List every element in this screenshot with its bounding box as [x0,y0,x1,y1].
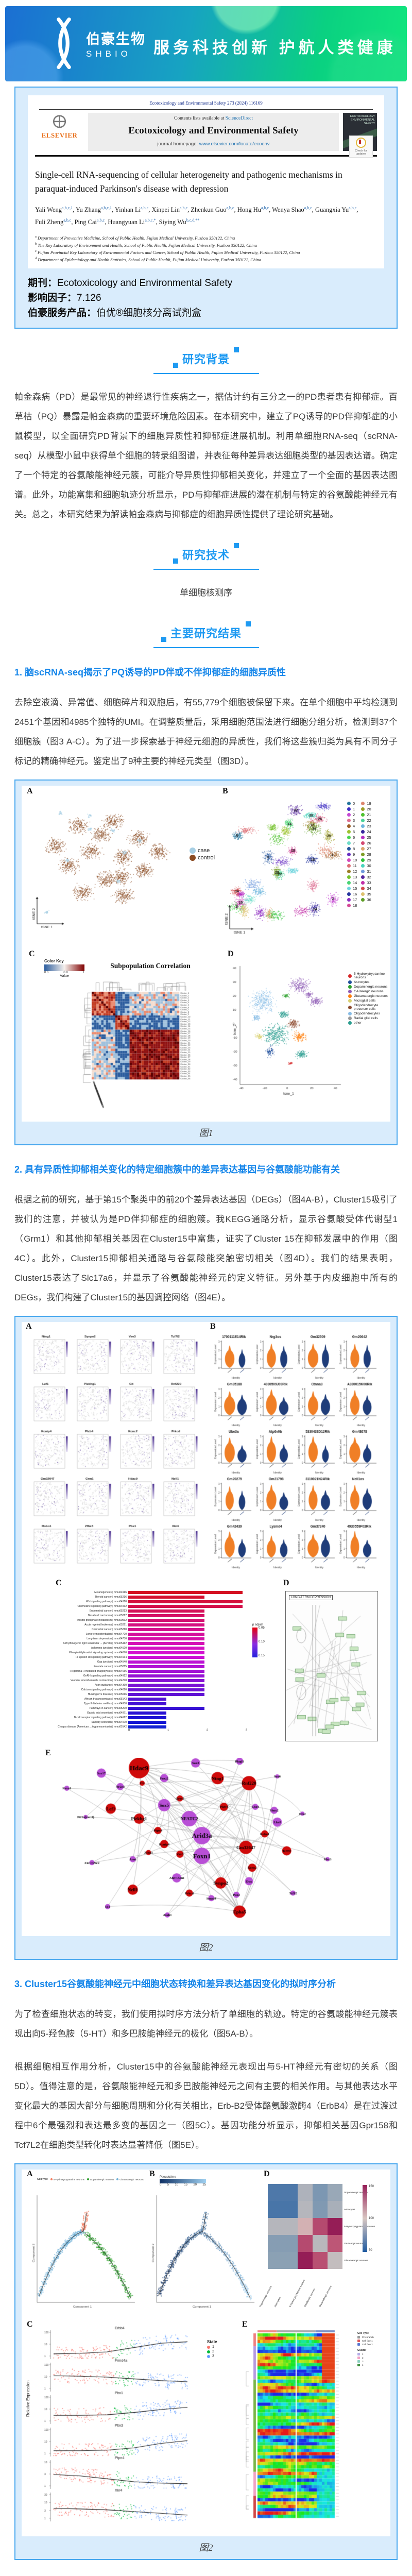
fig2-kegg-pathway-map: LONG-TERM DEPRESSION [285,1591,378,1742]
result2-paragraph: 根据之前的研究，基于第15个聚类中的前20个差异表达基因（DEGs）（图4A-B… [14,1195,398,1303]
brand-banner: 伯豪生物 SHBIO 服务科技创新 护航人类健康 [5,6,407,81]
fig1-heatmap-title: Subpopulation Correlation [110,962,191,970]
fig2-gene-network [45,1758,359,1927]
section-header-background: 研究背景 [0,347,412,375]
dna-helix-icon [57,17,71,70]
technique-text: 单细胞核测序 [180,588,232,598]
figure2-caption: 图2 [199,1942,213,1953]
logo-name-cn: 伯豪生物 [86,31,146,47]
result3-paragraph2: 根据细胞相互作用分析，Cluster15中的谷氨酸能神经元表现出与5-HT神经元… [14,2062,398,2150]
figure1-caption: 图1 [199,1128,213,1139]
fig3c-ylabel: Relative Expression [26,2380,30,2417]
result1-heading: 1. 脑scRNA-seq揭示了PQ诱导的PD伴或不伴抑郁症的细胞异质性 [14,667,286,678]
elsevier-tree-icon: 🜨 [52,112,67,132]
brand-slogan: 服务科技创新 护航人类健康 [153,39,397,57]
divider [39,109,373,110]
article-page: 伯豪生物 SHBIO 服务科技创新 护航人类健康 Ecotoxicology a… [0,6,412,2576]
divider-bar [35,155,377,157]
homepage-line: journal homepage: www.elsevier.com/locat… [157,141,270,147]
result3-paragraph1: 为了检查细胞状态的转变，我们使用拟时序方法分析了单细胞的轨迹。特定的谷氨酸能神经… [14,2009,398,2039]
brand-logo: 伯豪生物 SHBIO [49,12,146,74]
section-header-technique: 研究技术 [0,543,412,570]
check-updates-icon [356,138,366,148]
fig2-violinplots [212,1332,380,1570]
elsevier-logo: 🜨 ELSEVIER [35,113,84,151]
journal-masthead: Contents lists available at ScienceDirec… [88,113,339,151]
paper-authors: Yali Wenga,b,c,1, Yu Zhanga,b,c,1, Yinha… [35,206,358,226]
paper-affiliations: a Department of Preventive Medicine, Sch… [35,235,300,262]
journal-homepage-link[interactable]: www.elsevier.com/locate/ecoenv [199,141,270,147]
fig3-branch-heatmap [244,2329,353,2523]
check-updates-badge: Check for updates [349,135,373,158]
fig1-tsne-clusters [224,799,343,935]
fig3-trajectory-pseudotime [151,2190,257,2309]
figure3-caption: 图2 [199,2543,213,2553]
contents-line: Contents lists available at ScienceDirec… [174,116,253,121]
fig1-tsne-celltypes [232,963,346,1098]
paper-screenshot: Ecotoxicology and Environmental Safety 2… [28,95,384,269]
journal-name: Ecotoxicology and Environmental Safety [128,125,299,136]
fig2-featureplots [27,1332,201,1570]
journal-cover-thumbnail: ECOTOXICOLOGY ENVIRONMENTAL SAFETY [343,113,377,151]
section-header-results: 主要研究结果 [0,621,412,649]
fig1-correlation-heatmap [77,980,211,1111]
fig3-pseudotime-genes [33,2325,203,2522]
paper-title: Single-cell RNA-sequencing of cellular h… [35,170,342,194]
journal-issue-line: Ecotoxicology and Environmental Safety 2… [149,100,263,106]
result2-heading: 2. 具有异质性抑郁相关变化的特定细胞簇中的差异表达基因与谷氨酸能功能有关 [14,1164,340,1175]
background-paragraph: 帕金森病（PD）是最常见的神经退行性疾病之一，据估计约有三分之一的PD患者患有抑… [14,392,398,520]
result1-paragraph: 去除空液滴、异常值、细胞碎片和双胞后，有55,779个细胞被保留下来。在单个细胞… [14,698,398,767]
paper-meta: 期刊：Ecotoxicology and Environmental Safet… [28,278,233,319]
fig3-trajectory-celltype [32,2190,138,2309]
fig1-tsne-case-control [29,799,183,928]
result3-heading: 3. Cluster15谷氨酸能神经元中细胞状态转换和差异表达基因变化的拟时序分… [14,1979,336,1990]
paper-card: Ecotoxicology and Environmental Safety 2… [14,87,398,329]
logo-name-en: SHBIO [86,48,131,59]
sciencedirect-link[interactable]: ScienceDirect [225,116,253,121]
